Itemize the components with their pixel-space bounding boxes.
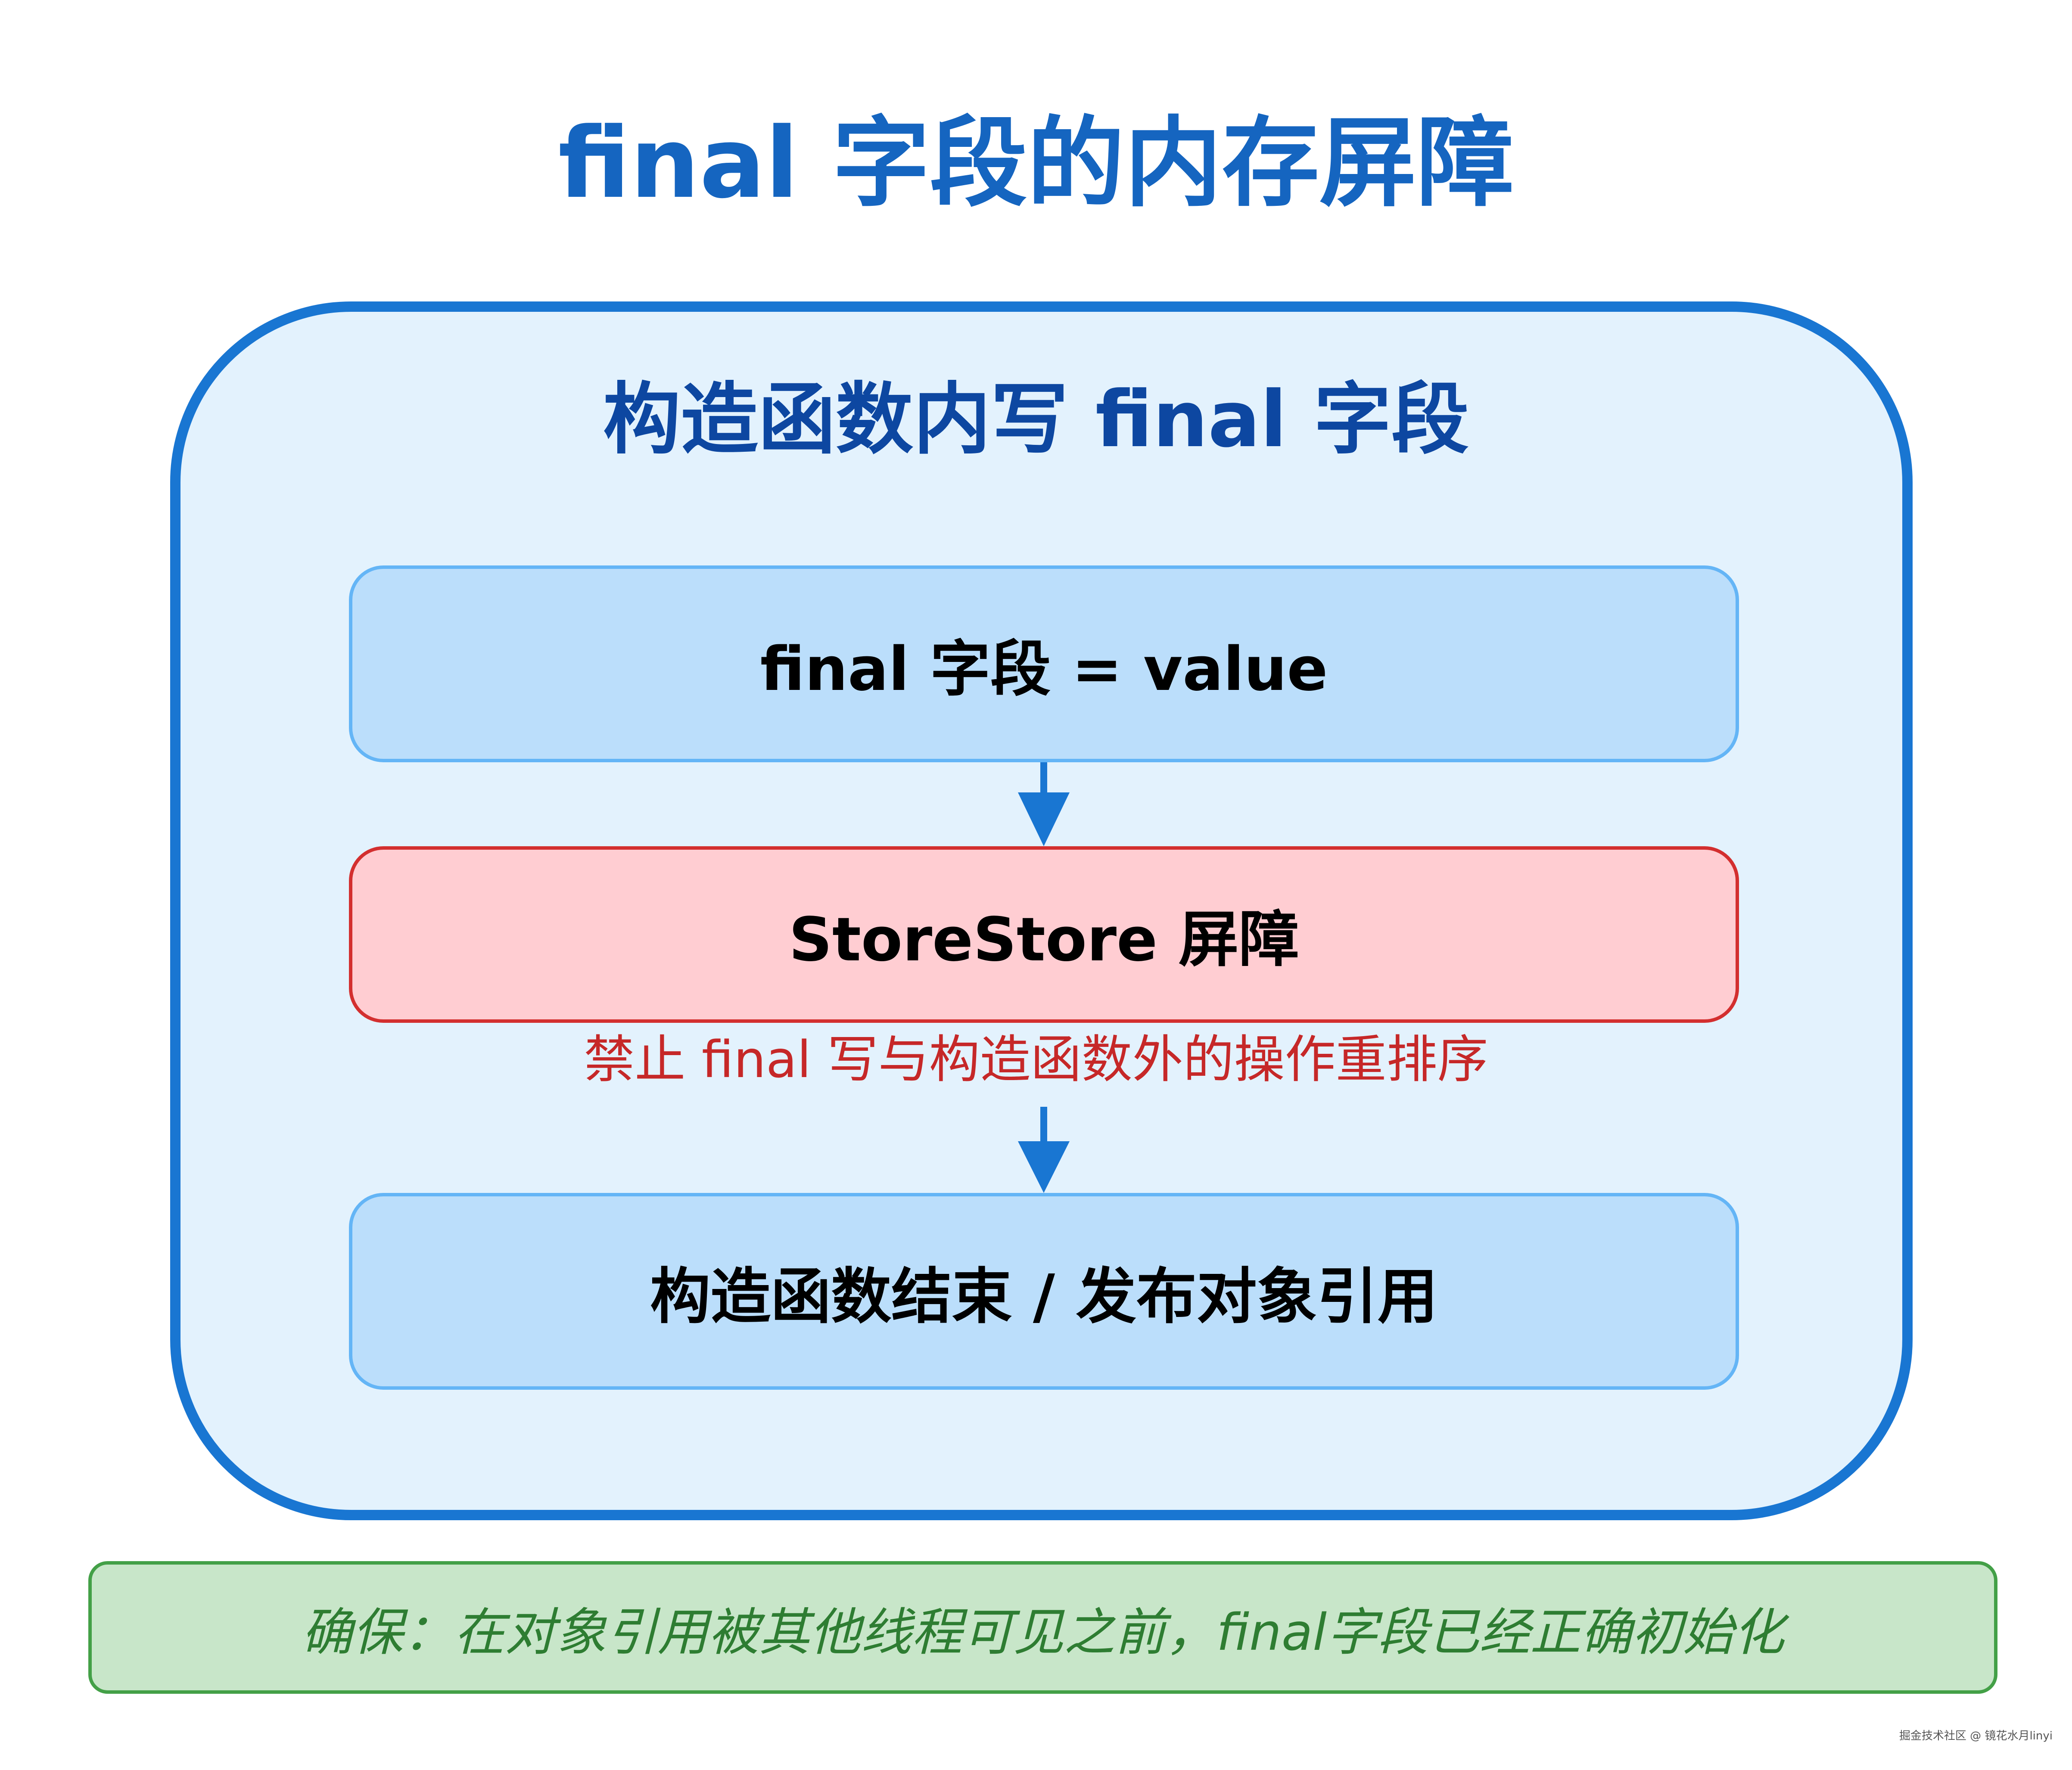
watermark: 掘金技术社区 @ 镜花水月linyi — [1899, 1730, 2053, 1742]
guarantee-note: 确保：在对象引用被其他线程可见之前，final字段已经正确初始化 — [88, 1561, 1997, 1694]
container-title: 构造函数内写 final 字段 — [603, 375, 1469, 465]
step-final-field-write: final 字段 = value — [349, 565, 1739, 762]
arrow-write-to-barrier — [1018, 762, 1070, 846]
diagram-title: final 字段的内存屏障 — [558, 107, 1514, 220]
step-storestore-barrier: StoreStore 屏障 — [349, 846, 1739, 1023]
barrier-note: 禁止 final 写与构造函数外的操作重排序 — [584, 1030, 1488, 1089]
step-publish-reference: 构造函数结束 / 发布对象引用 — [349, 1193, 1739, 1390]
arrow-barrier-to-publish — [1018, 1107, 1070, 1193]
